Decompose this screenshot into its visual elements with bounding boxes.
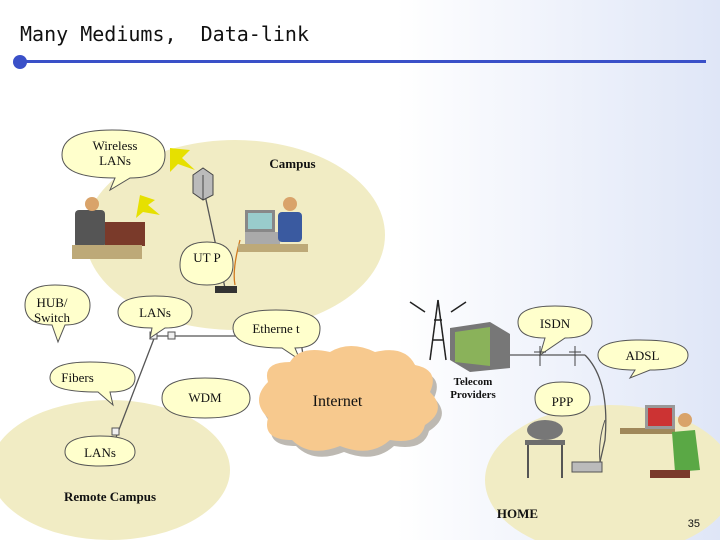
wireless-lans-bubble [61,129,166,192]
isdn-label: ISDN [539,316,571,331]
wireless-signal-icon [170,148,195,172]
slide-title: Many Mediums, Data-link [20,22,309,46]
hub-switch-bubble [24,284,91,344]
isdn-bubble [517,305,593,357]
home-modem-icon [571,419,606,473]
ppp-label: PPP [551,394,574,409]
lans-hub-bubble [117,295,193,340]
lans-remote-bubble [64,435,136,467]
ethernet-label: Etherne t [252,321,300,336]
ppp-bubble [534,381,591,417]
campus-zone [85,140,385,330]
campus-server-icon [192,167,214,201]
fibers-bubble [49,361,136,407]
hub-switch-label: HUB/ Switch [33,295,71,325]
adsl-label: ADSL [625,348,660,363]
link-hub-fibers [114,335,156,441]
lans-remote-label: LANs [84,445,116,460]
telephone-poles-icon [534,346,581,366]
campus-label: Campus [269,156,316,171]
page-number: 35 [687,518,700,530]
wdm-bubble [161,377,251,419]
utp-label: UT P [193,250,221,265]
title-rule-dot [13,55,27,69]
wireless-lans-label: Wireless LANs [92,138,138,168]
node-e [111,427,120,436]
telecom-tower-icon [409,299,467,361]
home-phone-icon [525,420,565,478]
title-rule [20,60,706,63]
remote-campus-zone [0,400,230,540]
desktop-user-icon [238,197,308,252]
ethernet-bubble [232,309,321,362]
node-b [167,331,176,340]
lans-hub-label: LANs [139,305,171,320]
utp-bubble [179,241,234,286]
fibers-label: Fibers [61,370,94,385]
switch-device [215,286,237,293]
wireless-signal-icon-2 [136,195,160,218]
home-user-icon [620,405,700,478]
adsl-bubble [597,339,689,380]
remote-campus-label: Remote Campus [63,489,157,504]
laptop-user-icon [72,197,145,259]
home-label: HOME [496,506,539,521]
internet-cloud [259,346,442,457]
link-adsl-home [584,354,607,463]
internet-label: Internet [312,393,363,410]
telecom-building-icon [450,322,510,372]
telecom-providers-label: Telecom Providers [450,376,496,401]
wdm-label: WDM [188,390,222,405]
